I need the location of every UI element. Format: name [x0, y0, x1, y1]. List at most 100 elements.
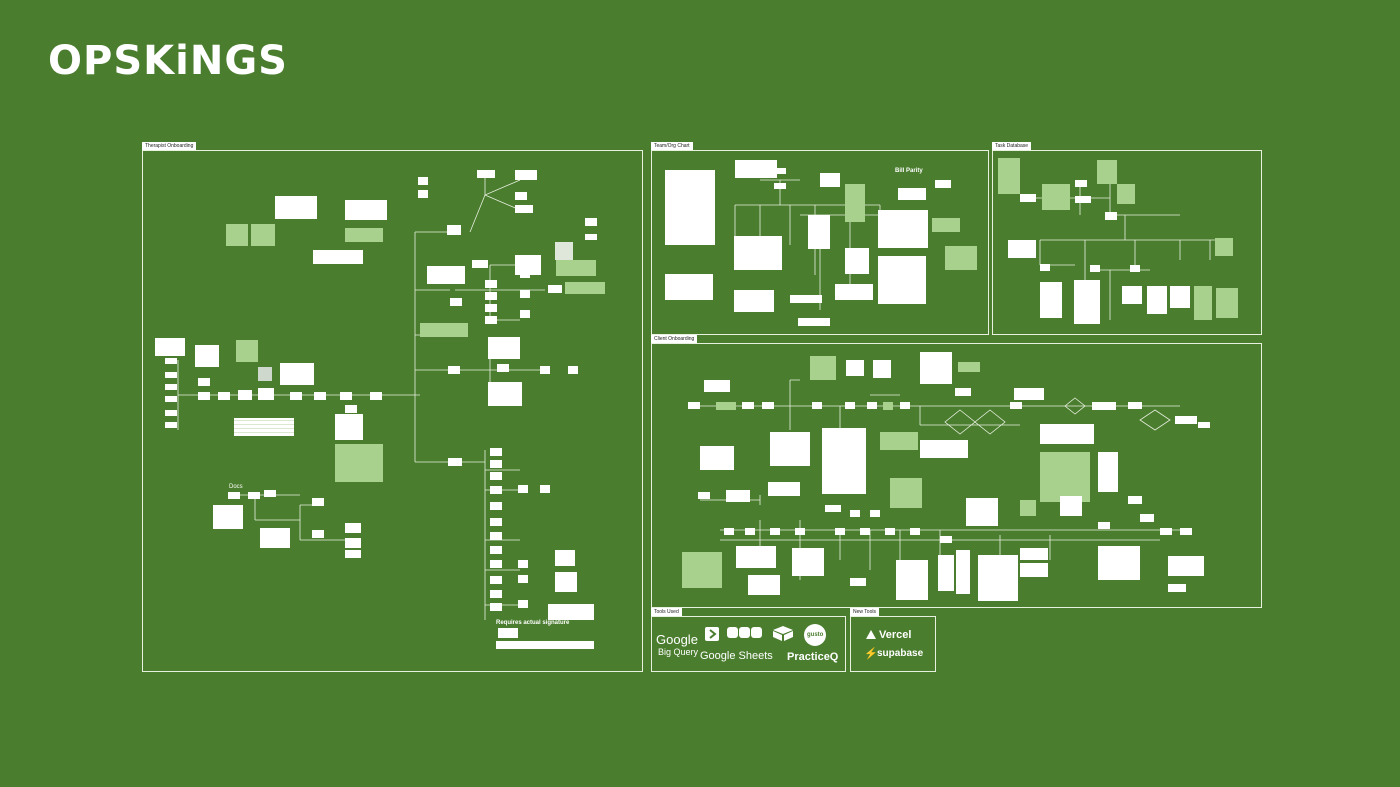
- note-card[interactable]: [850, 578, 866, 586]
- flow-box[interactable]: [1075, 180, 1087, 187]
- note-card[interactable]: [726, 490, 750, 502]
- flow-box[interactable]: [165, 410, 177, 416]
- note-card[interactable]: [798, 318, 830, 326]
- flow-box[interactable]: [1175, 416, 1197, 424]
- flow-box[interactable]: [165, 396, 177, 402]
- highlight-note[interactable]: [1216, 288, 1238, 318]
- highlight-note[interactable]: [556, 260, 596, 276]
- note-card[interactable]: [878, 256, 926, 304]
- flow-box[interactable]: [540, 485, 550, 493]
- flow-box[interactable]: [770, 528, 780, 535]
- flow-box[interactable]: [585, 234, 597, 240]
- flow-box[interactable]: [845, 402, 855, 409]
- flow-box[interactable]: [867, 402, 877, 409]
- note-card[interactable]: [1008, 240, 1036, 258]
- highlight-note[interactable]: [1194, 286, 1212, 320]
- note-card[interactable]: [820, 173, 840, 187]
- note-card[interactable]: [345, 550, 361, 558]
- note-card[interactable]: [488, 337, 520, 359]
- highlight-note[interactable]: [810, 356, 836, 380]
- note-card[interactable]: [155, 338, 185, 356]
- frame-therapist-onboarding[interactable]: Therapist Onboarding: [142, 142, 643, 672]
- highlight-note[interactable]: [880, 432, 918, 450]
- flow-box[interactable]: [490, 472, 502, 480]
- note-card[interactable]: [1170, 286, 1190, 308]
- flow-box[interactable]: [312, 498, 324, 506]
- note-card[interactable]: [808, 215, 830, 249]
- flow-box[interactable]: [812, 402, 822, 409]
- flow-box[interactable]: [698, 492, 710, 499]
- flow-box[interactable]: [1090, 265, 1100, 272]
- flow-box[interactable]: [520, 270, 530, 278]
- flow-box[interactable]: [448, 458, 462, 466]
- flow-box[interactable]: [490, 560, 502, 568]
- note-card[interactable]: [748, 575, 780, 595]
- flow-box[interactable]: [518, 600, 528, 608]
- flow-box[interactable]: [264, 490, 276, 497]
- flow-box[interactable]: [568, 366, 578, 374]
- frame-tools-used[interactable]: Tools Used: [651, 608, 846, 672]
- flow-box[interactable]: [450, 298, 462, 306]
- flow-box[interactable]: [314, 392, 326, 400]
- note-card[interactable]: [275, 196, 317, 219]
- highlight-note[interactable]: [1020, 500, 1036, 516]
- frame-task-database[interactable]: Task Database: [992, 142, 1262, 335]
- note-card[interactable]: [555, 572, 577, 592]
- highlight-note[interactable]: [1215, 238, 1233, 256]
- note-card[interactable]: [898, 188, 926, 200]
- flow-box[interactable]: [745, 528, 755, 535]
- flow-box[interactable]: [518, 485, 528, 493]
- flow-box[interactable]: [490, 546, 502, 554]
- note-card[interactable]: [345, 200, 387, 220]
- flow-box[interactable]: [1092, 402, 1116, 410]
- highlight-note[interactable]: [932, 218, 960, 232]
- flow-box[interactable]: [515, 192, 527, 200]
- flow-box[interactable]: [870, 510, 880, 517]
- note-card[interactable]: [555, 242, 573, 260]
- flow-box[interactable]: [1128, 496, 1142, 504]
- note-card[interactable]: [260, 528, 290, 548]
- note-card[interactable]: [1020, 548, 1048, 560]
- note-card[interactable]: [736, 546, 776, 568]
- note-card[interactable]: [313, 250, 363, 264]
- flow-box[interactable]: [1128, 402, 1142, 409]
- flow-box[interactable]: [518, 575, 528, 583]
- note-card[interactable]: [472, 260, 488, 268]
- flow-box[interactable]: [490, 590, 502, 598]
- note-card[interactable]: [790, 295, 822, 303]
- note-card[interactable]: [427, 266, 465, 284]
- highlight-note[interactable]: [345, 228, 383, 242]
- flow-box[interactable]: [742, 402, 754, 409]
- flow-box[interactable]: [585, 218, 597, 226]
- flow-box[interactable]: [485, 316, 497, 324]
- flow-box[interactable]: [548, 285, 562, 293]
- note-card[interactable]: [1147, 286, 1167, 314]
- highlight-note[interactable]: [236, 340, 258, 362]
- note-card[interactable]: [213, 505, 243, 529]
- note-card[interactable]: [555, 550, 575, 566]
- flow-box[interactable]: [418, 177, 428, 185]
- flow-box[interactable]: [490, 518, 502, 526]
- flow-box[interactable]: [518, 560, 528, 568]
- note-card[interactable]: [846, 360, 864, 376]
- highlight-note[interactable]: [1042, 184, 1070, 210]
- flow-box[interactable]: [370, 392, 382, 400]
- note-card[interactable]: [498, 628, 518, 638]
- flow-box[interactable]: [238, 390, 252, 400]
- highlight-note[interactable]: [682, 552, 722, 588]
- note-card[interactable]: [548, 604, 594, 620]
- flow-box[interactable]: [165, 358, 177, 364]
- flow-box[interactable]: [515, 205, 533, 213]
- flow-box[interactable]: [940, 536, 952, 543]
- note-card[interactable]: [1074, 280, 1100, 324]
- note-card[interactable]: [735, 160, 777, 178]
- flow-box[interactable]: [418, 190, 428, 198]
- note-card[interactable]: [704, 380, 730, 392]
- flow-box[interactable]: [1040, 264, 1050, 271]
- note-card[interactable]: [1098, 452, 1118, 492]
- highlight-note[interactable]: [716, 402, 736, 410]
- flow-box[interactable]: [910, 528, 920, 535]
- note-card[interactable]: [873, 360, 891, 378]
- flow-box[interactable]: [490, 448, 502, 456]
- note-card[interactable]: [1098, 546, 1140, 580]
